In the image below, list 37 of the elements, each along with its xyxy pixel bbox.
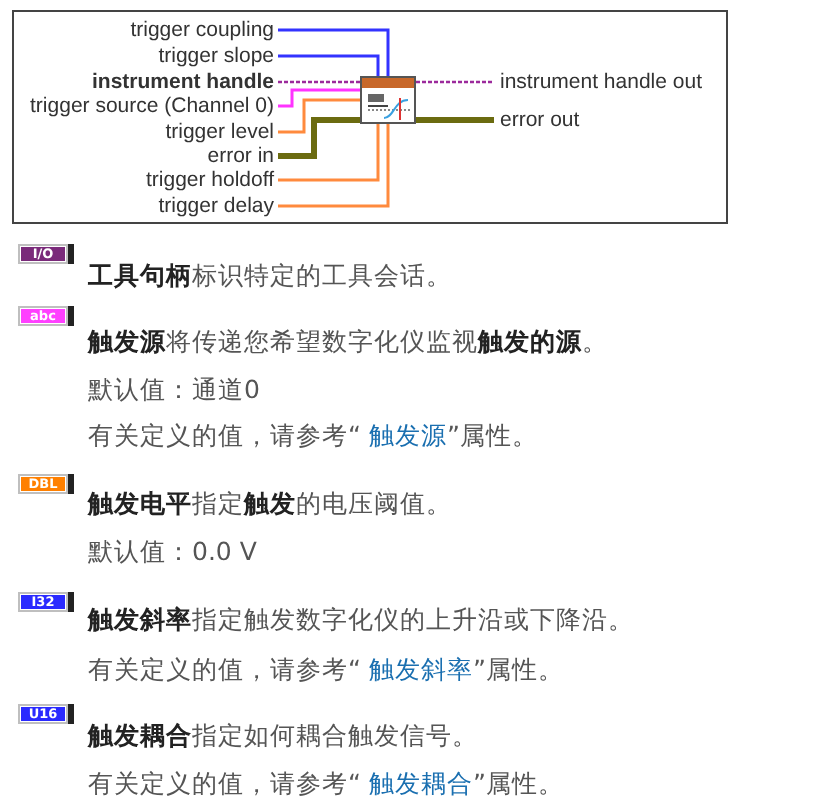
- terminal-label: trigger source (Channel 0): [30, 94, 274, 118]
- terminal-label: error in: [207, 144, 274, 168]
- reference-text: 有关定义的值，请参考“: [88, 420, 361, 450]
- description-text: 默认值：0.0 V: [88, 536, 257, 568]
- function-icon: [360, 76, 416, 124]
- description-text: 触发源将传递您希望数字化仪监视触发的源。: [88, 326, 608, 358]
- description-text: 工具句柄标识特定的工具会话。: [88, 260, 452, 292]
- description-text: 触发电平指定触发的电压阈值。: [88, 488, 452, 520]
- wire: [416, 80, 494, 84]
- wire: [278, 80, 360, 84]
- wire: [278, 124, 390, 208]
- reference-text: 有关定义的值，请参考“: [88, 768, 361, 798]
- description-text: 默认值：通道0: [88, 374, 260, 406]
- wire: [278, 54, 380, 76]
- wire: [278, 124, 380, 182]
- wire: [416, 117, 494, 123]
- terminal-label: trigger slope: [158, 44, 274, 68]
- terminal-label: instrument handle out: [500, 70, 702, 94]
- reference-text: 有关定义的值，请参考“: [88, 654, 361, 684]
- reference-text: ”属性。: [472, 768, 564, 798]
- link: 触发耦合: [368, 768, 473, 798]
- reference-text: ”属性。: [472, 654, 564, 684]
- link: 触发源: [368, 420, 447, 450]
- wire: [278, 88, 360, 108]
- terminal-label: trigger delay: [158, 194, 274, 218]
- terminal-label: trigger level: [165, 120, 274, 144]
- terminal-label: trigger coupling: [130, 18, 274, 42]
- terminal-label: trigger holdoff: [145, 168, 274, 192]
- terminal-label: instrument handle: [91, 70, 274, 94]
- link: 触发斜率: [368, 654, 473, 684]
- wire: [278, 28, 390, 76]
- wire: [278, 98, 360, 134]
- reference-text: ”属性。: [446, 420, 538, 450]
- description-text: 触发斜率指定触发数字化仪的上升沿或下降沿。: [88, 604, 634, 636]
- description-text: 触发耦合指定如何耦合触发信号。: [88, 720, 478, 752]
- wire: [278, 117, 360, 159]
- terminal-label: error out: [500, 108, 580, 132]
